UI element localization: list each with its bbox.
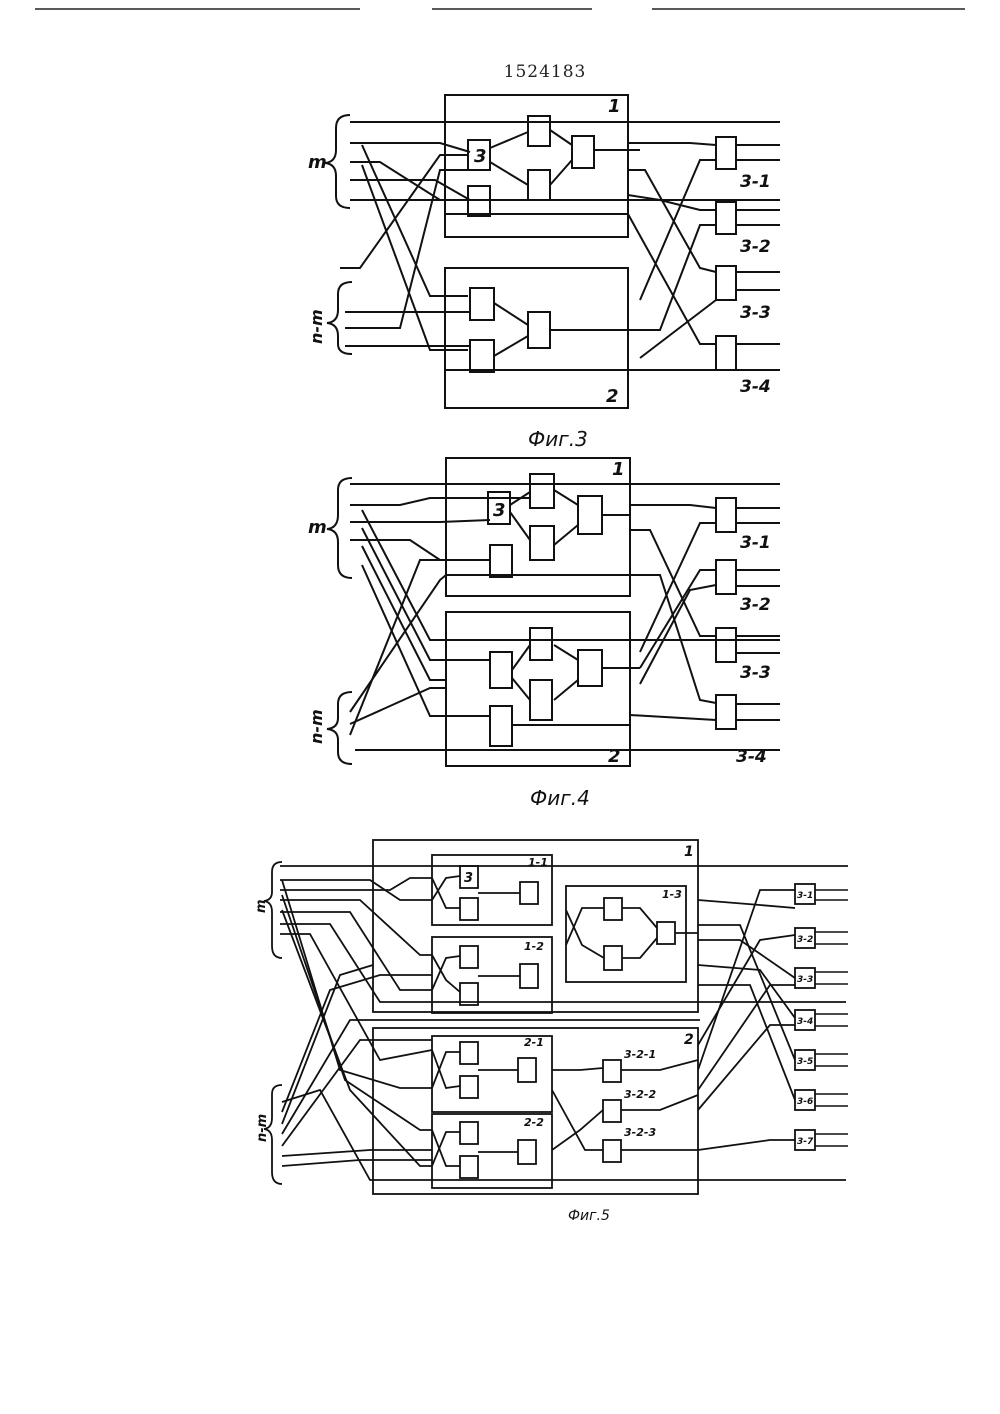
fig5-middle-3-2-3: 3-2-3 (624, 1126, 656, 1139)
fig4-caption: Фиг.4 (530, 786, 590, 810)
fig3-element-label: 3 (474, 146, 487, 167)
fig5-block-2-label: 2 (684, 1032, 694, 1048)
fig4-group-m: m (308, 517, 327, 538)
fig3-output-3-4: 3-4 (740, 377, 771, 397)
fig5-subblock-2-1-label: 2-1 (524, 1036, 544, 1049)
fig5-output-3-4: 3-4 (797, 1017, 813, 1027)
fig5-output-3-5: 3-5 (797, 1057, 813, 1067)
fig4-labels: 1 2 3 m n-m 3-1 3-2 3-3 3-4 Фиг.4 (307, 459, 771, 810)
fig5-subblock-1-3-label: 1-3 (662, 888, 682, 901)
fig4-output-3-3: 3-3 (740, 663, 771, 683)
fig5-subblock-2-2-label: 2-2 (524, 1116, 544, 1129)
fig4-output-3-4: 3-4 (736, 747, 767, 767)
fig4-group-nm: n-m (307, 709, 326, 744)
fig5-middle-3-2-1: 3-2-1 (624, 1048, 656, 1061)
fig5-element-label: 3 (464, 871, 473, 886)
fig4-block-2-label: 2 (608, 746, 621, 767)
fig5-group-nm: n-m (255, 1114, 270, 1142)
fig5-output-3-1: 3-1 (797, 891, 813, 901)
fig3-output-3-3: 3-3 (740, 303, 771, 323)
fig3-labels: 1 2 3 m n-m 3-1 3-2 3-3 3-4 Фиг.3 (307, 96, 771, 451)
fig3-output-3-2: 3-2 (740, 237, 771, 257)
fig5-output-3-3: 3-3 (797, 975, 813, 985)
fig5-subblock-1-2-label: 1-2 (524, 940, 544, 953)
fig5-output-3-6: 3-6 (797, 1097, 813, 1107)
fig4-block-1-label: 1 (612, 459, 625, 480)
fig5-subblock-1-1-label: 1-1 (528, 856, 548, 869)
fig5-output-3-2: 3-2 (797, 935, 813, 945)
fig5-block-1-label: 1 (684, 844, 694, 860)
fig5-group-m: m (254, 899, 269, 913)
fig3-output-3-1: 3-1 (740, 172, 771, 192)
fig5-output-3-7: 3-7 (797, 1137, 814, 1147)
figure-4 (327, 458, 780, 766)
fig5-caption: Фиг.5 (568, 1208, 610, 1224)
fig3-group-m: m (308, 152, 327, 173)
fig5-middle-3-2-2: 3-2-2 (624, 1088, 656, 1101)
fig4-output-3-2: 3-2 (740, 595, 771, 615)
fig4-output-3-1: 3-1 (740, 533, 771, 553)
fig3-caption: Фиг.3 (528, 427, 588, 451)
fig5-labels: 1 2 3 1-1 1-2 1-3 2-1 2-2 3-2-1 3-2-2 3-… (254, 844, 814, 1224)
fig4-element-label: 3 (493, 500, 506, 521)
fig3-block-1-label: 1 (608, 96, 621, 117)
figure-5 (264, 840, 848, 1194)
fig4-block-2 (446, 612, 630, 766)
fig3-group-nm: n-m (307, 309, 326, 344)
figure-3 (325, 95, 780, 408)
fig3-block-2-label: 2 (606, 386, 619, 407)
